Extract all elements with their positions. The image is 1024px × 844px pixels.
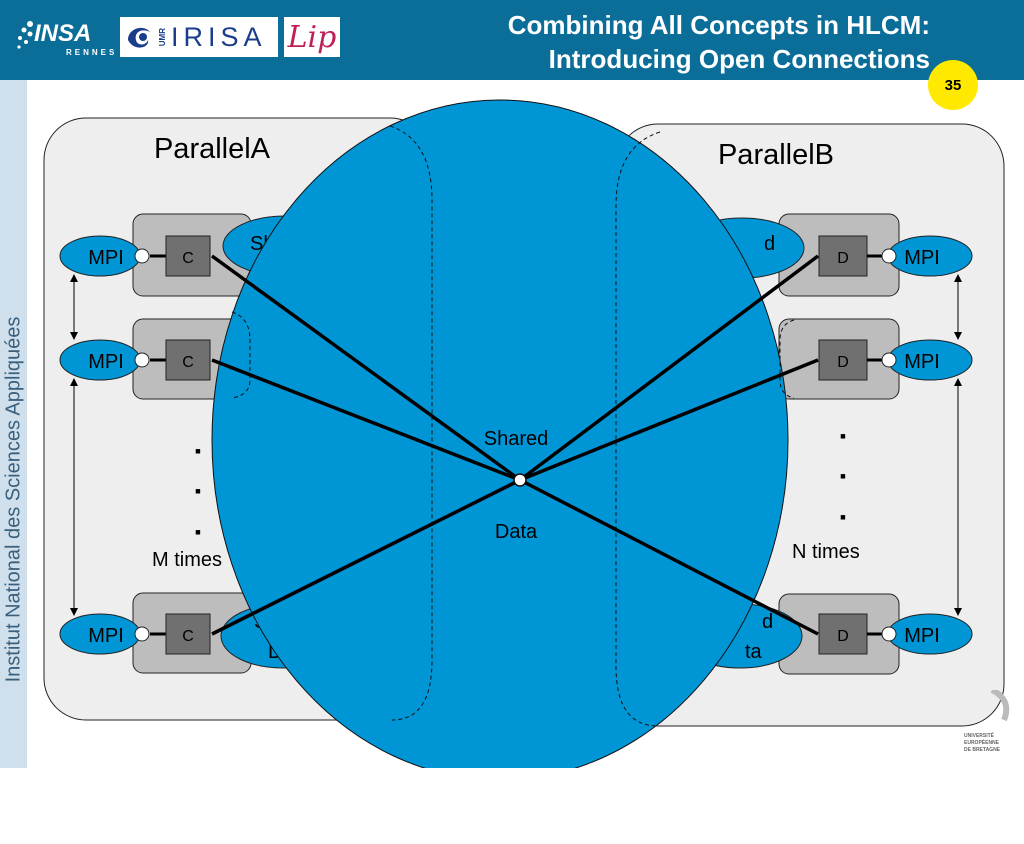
- component-d-label: D: [837, 628, 849, 645]
- irisa-logo: UMR IRISA: [120, 17, 278, 57]
- component-d-label: D: [837, 250, 849, 267]
- component-d: [818, 235, 868, 277]
- diagram: ParallelA ParallelB Sh MPI C MPI C S Da …: [43, 99, 1005, 768]
- parallel-b-row2-dashed-edge: [779, 319, 795, 399]
- parallel-b-dot-3: ▪: [840, 507, 846, 527]
- component-c: [165, 613, 211, 655]
- shared-port-label-1: d: [762, 611, 773, 633]
- page-number-badge: 35: [928, 60, 978, 110]
- connection-d3: [519, 478, 819, 636]
- shared-port-label-2: ta: [745, 641, 763, 663]
- lip-logo: Lip: [284, 17, 340, 57]
- mpi-port-connector: [134, 352, 150, 368]
- component-c-label: C: [182, 628, 194, 645]
- header-bar: INSA RENNES UMR IRISA Lip Combining All …: [0, 0, 1024, 80]
- insa-dots-icon: [17, 21, 33, 49]
- ueb-text-line1: UNIVERSITÉ: [964, 733, 995, 739]
- ueb-text-line2: EUROPÉENNE: [964, 740, 1000, 746]
- shared-data-label-2: Data: [495, 521, 538, 543]
- ueb-logo-text: UNIVERSITÉ EUROPÉENNE DE BRETAGNE: [964, 733, 1000, 754]
- component-c-label: C: [182, 250, 194, 267]
- mpi-port-connector: [134, 248, 150, 264]
- irisa-logo-text: IRISA: [171, 21, 267, 52]
- connection-d2: [519, 358, 819, 482]
- mpi-port-connector: [881, 626, 897, 642]
- parallel-b-repeat-label: N times: [792, 541, 860, 563]
- mpi-port-connector: [881, 352, 897, 368]
- parallel-a-row2-dashed-edge: [231, 311, 251, 399]
- mpi-port-label: MPI: [904, 351, 940, 373]
- mpi-port-label: MPI: [88, 625, 124, 647]
- connection-c1: [210, 254, 522, 482]
- connection-d1: [518, 254, 820, 482]
- parallel-a-dot-2: ▪: [195, 481, 201, 501]
- parallel-b-dot-2: ▪: [840, 466, 846, 486]
- parallel-a-dashed-edge: [389, 125, 433, 721]
- mpi-port-label: MPI: [904, 625, 940, 647]
- slide-title-line2: Introducing Open Connections: [548, 44, 930, 74]
- open-connections: [210, 254, 820, 636]
- mpi-port-connector: [134, 626, 150, 642]
- mpi-port-connector: [881, 248, 897, 264]
- shared-data-ellipse: [211, 99, 789, 768]
- component-c: [165, 235, 211, 277]
- slide-title-line1: Combining All Concepts in HLCM:: [507, 10, 930, 40]
- connection-c3: [211, 478, 521, 636]
- parallel-a-title: ParallelA: [154, 133, 271, 165]
- connection-c2: [211, 358, 521, 482]
- parallel-a-dot-3: ▪: [195, 522, 201, 542]
- parallel-b-dot-1: ▪: [840, 426, 846, 446]
- parallel-a-dot-1: ▪: [195, 441, 201, 461]
- ueb-logo-icon: [990, 690, 1010, 722]
- component-c-label: C: [182, 354, 194, 371]
- shared-data-connector: [513, 473, 527, 487]
- component-c: [165, 339, 211, 381]
- slide-title: Combining All Concepts in HLCM: Introduc…: [508, 8, 930, 76]
- mpi-port-label: MPI: [904, 247, 940, 269]
- parallel-b-dashed-edge: [615, 131, 661, 727]
- parallel-a-repeat-label: M times: [152, 549, 222, 571]
- sidebar: Institut National des Sciences Appliquée…: [0, 80, 27, 768]
- insa-logo: INSA RENNES: [14, 14, 114, 60]
- shared-data-label-1: Shared: [484, 428, 549, 450]
- ueb-text-line3: DE BRETAGNE: [964, 747, 1001, 753]
- mpi-port-label: MPI: [88, 247, 124, 269]
- component-d-label: D: [837, 354, 849, 371]
- logos: INSA RENNES UMR IRISA Lip: [14, 14, 340, 60]
- shared-port-label: d: [764, 233, 775, 255]
- parallel-b-row-2: D MPI: [778, 318, 973, 400]
- mpi-port-label: MPI: [88, 351, 124, 373]
- insa-logo-subtext: RENNES: [66, 48, 118, 57]
- parallel-b-title: ParallelB: [718, 139, 834, 171]
- irisa-swirl-icon: [128, 27, 150, 48]
- insa-logo-text: INSA: [34, 20, 92, 47]
